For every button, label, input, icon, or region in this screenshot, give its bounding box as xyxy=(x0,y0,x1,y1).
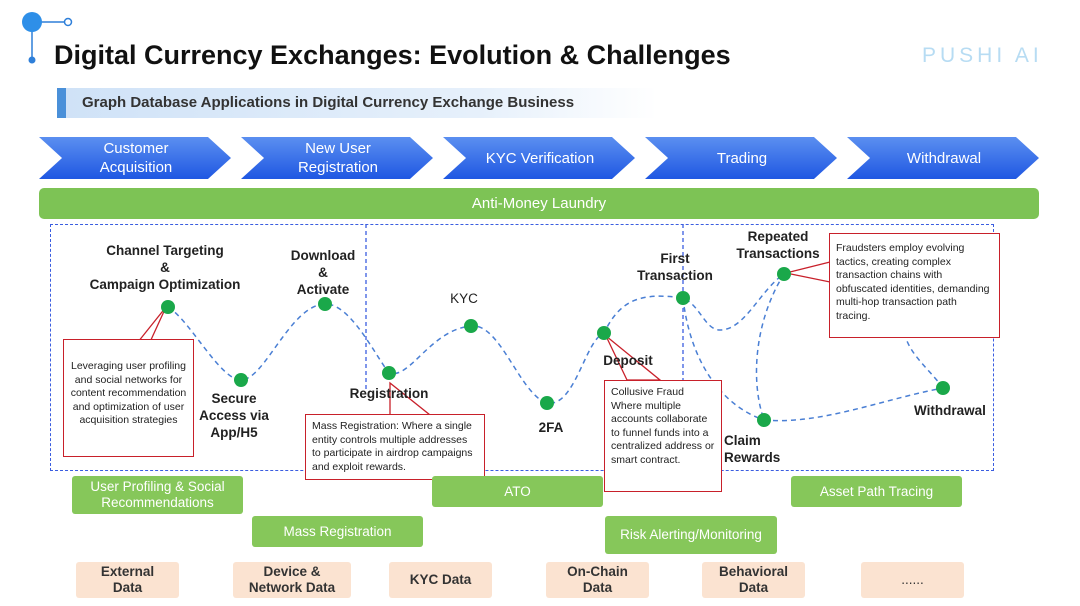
brand-name: PUSHI AI xyxy=(922,44,1043,67)
journey-curve xyxy=(904,334,944,389)
source-behavioral-data: Behavioral Data xyxy=(702,562,805,598)
note-fraudsters: Fraudsters employ evolving tactics, crea… xyxy=(829,233,1000,338)
subtitle-accent xyxy=(57,88,66,118)
node-secure-access: Secure Access via App/H5 xyxy=(199,391,269,440)
node-claim-rewards: Claim Rewards xyxy=(724,433,781,465)
node-dot xyxy=(161,300,175,314)
note-mass-registration: Mass Registration: Where a single entity… xyxy=(305,414,485,480)
source-on-chain-data: On-Chain Data xyxy=(546,562,649,598)
stage-label: New User Registration xyxy=(297,140,379,176)
node-2fa: 2FA xyxy=(538,420,564,435)
journey-curve xyxy=(682,297,765,421)
node-dot xyxy=(757,413,771,427)
app-risk-alerting: Risk Alerting/Monitoring xyxy=(605,516,777,554)
source-more: ...... xyxy=(861,562,964,598)
stage-kyc-verification: KYC Verification xyxy=(443,137,635,179)
stage-label: Customer Acquisition xyxy=(99,140,173,176)
node-dot xyxy=(382,366,396,380)
stage-withdrawal: Withdrawal xyxy=(847,137,1039,179)
callout-pointer xyxy=(785,261,831,283)
journey-curve xyxy=(763,387,944,422)
node-dot xyxy=(777,267,791,281)
node-kyc: KYC xyxy=(450,291,478,306)
node-withdrawal: Withdrawal xyxy=(914,403,986,418)
journey-curve xyxy=(755,273,785,421)
stage-label: Withdrawal xyxy=(906,149,982,167)
node-dot xyxy=(318,297,332,311)
app-mass-registration: Mass Registration xyxy=(252,516,423,547)
node-first-transaction: First Transaction xyxy=(637,251,713,283)
source-device-network-data: Device & Network Data xyxy=(233,562,351,598)
node-registration: Registration xyxy=(349,386,429,401)
node-dot xyxy=(234,373,248,387)
node-channel-targeting: Channel Targeting & Campaign Optimizatio… xyxy=(89,243,241,292)
aml-bar: Anti-Money Laundry xyxy=(39,188,1039,219)
stage-trading: Trading xyxy=(645,137,837,179)
source-kyc-data: KYC Data xyxy=(389,562,492,598)
logo-icon xyxy=(22,12,73,64)
node-deposit: Deposit xyxy=(603,353,653,368)
app-asset-path-tracing: Asset Path Tracing xyxy=(791,476,962,507)
callout-pointer xyxy=(136,306,167,343)
subtitle-bar xyxy=(57,88,657,118)
node-dot xyxy=(676,291,690,305)
source-external-data: External Data xyxy=(76,562,179,598)
node-dot xyxy=(597,326,611,340)
note-collusive-fraud: Collusive Fraud Where multiple accounts … xyxy=(604,380,722,492)
page-title: Digital Currency Exchanges: Evolution & … xyxy=(54,40,731,70)
subtitle: Graph Database Applications in Digital C… xyxy=(82,94,575,111)
stage-label: KYC Verification xyxy=(485,149,595,167)
app-user-profiling: User Profiling & Social Recommendations xyxy=(72,476,243,514)
note-user-profiling: Leveraging user profiling and social net… xyxy=(63,339,194,457)
node-dot xyxy=(464,319,478,333)
node-dot xyxy=(936,381,950,395)
app-ato: ATO xyxy=(432,476,603,507)
journey-frame xyxy=(50,224,994,471)
node-repeated-transactions: Repeated Transactions xyxy=(736,229,820,261)
node-download-activate: Download & Activate xyxy=(290,248,356,297)
node-dot xyxy=(540,396,554,410)
stage-customer-acquisition: Customer Acquisition xyxy=(39,137,231,179)
journey-curve xyxy=(167,273,785,404)
stage-label: Trading xyxy=(716,149,768,167)
stage-new-user-registration: New User Registration xyxy=(241,137,433,179)
